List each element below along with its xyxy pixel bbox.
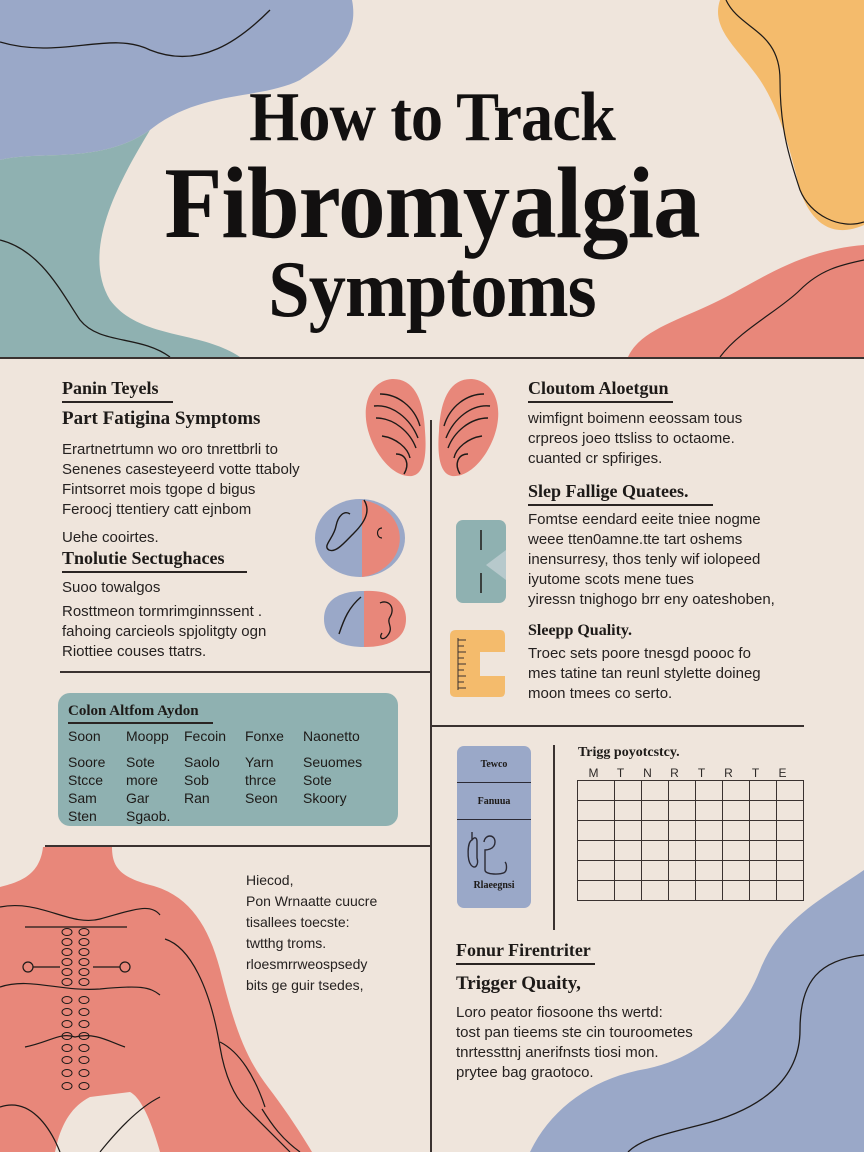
body-line: Fintsorret mois tgope d bigus [62, 481, 256, 498]
body-line: Loro peator fiosoone ths wertd: [456, 1004, 663, 1021]
center-divider [430, 420, 432, 1152]
body-line: moon tmees co serto. [528, 685, 673, 702]
bottom-right-section: Fonur Firentriter Trigger Quaity, Loro p… [456, 940, 776, 1083]
body-line: Fomtse eendard eeite tniee nogme [528, 511, 761, 528]
body-line: cuanted cr spfiriges. [528, 450, 663, 467]
ruler-icon [450, 630, 505, 697]
body-line: Feroocj ttentiery catt ejnbom [62, 501, 252, 518]
body-line: Senenes casesteyeerd votte ttaboly [62, 461, 300, 478]
brain-lobes-icon [365, 378, 499, 477]
head-profile-icon [315, 499, 405, 577]
symptom-table-card: Colon Altfom Aydon Soon Moopp Fecoin Fon… [58, 693, 398, 826]
body-figure-illustration [0, 847, 312, 1152]
blob-coral-right [628, 245, 864, 357]
right-divider [432, 725, 804, 727]
body-line: yiressn tnighogo brr eny oateshoben, [528, 591, 775, 608]
section1-heading: Cloutom Aloetgun [528, 378, 673, 403]
card-heading: Colon Altfom Aydon [68, 699, 213, 724]
tracker-cell: Fanuua [457, 783, 531, 820]
body-line: Erartnetrtumn wo oro tnrettbrli to [62, 441, 278, 458]
body-line: wimfignt boimenn eeossam tous [528, 410, 743, 427]
teal-pill-icon [456, 520, 506, 603]
body-line: crpreos joeo ttsliss to octaome. [528, 430, 735, 447]
body-line: Riottiee couses ttatrs. [62, 643, 207, 660]
body-line: prytee bag graotoco. [456, 1064, 594, 1081]
tracker-cell: Rlaeegnsi [473, 880, 515, 891]
tracker-divider [553, 745, 555, 930]
calendar-grid [577, 780, 804, 901]
body-line: iyutome scots mene tues [528, 571, 694, 588]
section-heading: Fonur Firentriter [456, 940, 595, 965]
body-line: Rosttmeon tormrimginnssent . [62, 603, 263, 620]
blob-teal-left [0, 130, 240, 357]
section-subheading: Part Fatigina Symptoms [62, 408, 261, 429]
section2-subheading: Suoo towalgos [62, 579, 161, 596]
body-line: fahoing carcieols spjolitgty ogn [62, 623, 267, 640]
table-header-row: Soon Moopp Fecoin Fonxe Naonetto [68, 728, 360, 744]
body-line: weee tten0amne.tte tart oshems [528, 531, 743, 548]
blob-blue-top-left [0, 0, 354, 160]
section-heading: Panin Teyels [62, 378, 173, 403]
header-divider [0, 357, 864, 359]
section2-heading: Slep Fallige Quatees. [528, 481, 713, 506]
left-top-section: Panin Teyels Part Fatigina Symptoms Erar… [62, 378, 362, 662]
section2-heading: Tnolutie Sectughaces [62, 548, 247, 573]
body-figure-text: Hiecod, Pon Wrnaatte cuucre tisallees to… [246, 872, 378, 993]
body-line: tost pan tieems ste cin touroometes [456, 1024, 693, 1041]
title-line-3: Symptoms [268, 246, 596, 334]
tracker-card: Tewco Fanuua Rlaeegnsi [457, 746, 531, 908]
left-divider-2 [45, 845, 430, 847]
title-line-2: Fibromyalgia [164, 147, 700, 260]
calendar-title: Trigg poyotcstcy. [578, 745, 680, 760]
ear-icon [324, 590, 406, 647]
tracker-doodle-icon [467, 832, 508, 875]
body-line: mes tatine tan reunl stylette doineg [528, 665, 761, 682]
right-top-section: Cloutom Aloetgun wimfignt boimenn eeossa… [528, 378, 828, 704]
title-line-1: How to Track [249, 79, 616, 156]
section3-heading: Sleepp Quality. [528, 622, 633, 639]
body-line: tnrtessttnj anerifnsts tiosi mon. [456, 1044, 659, 1061]
left-divider-1 [60, 671, 430, 673]
blob-blue-bottom-right [530, 870, 864, 1152]
body-line: inensurresy, thos tenly wif iolopeed [528, 551, 761, 568]
blob-orange-top-right [718, 0, 864, 231]
tracker-cell: Tewco [457, 746, 531, 783]
body-line: Troec sets poore tnesgd poooc fo [528, 645, 751, 662]
section-subheading: Trigger Quaity, [456, 973, 581, 994]
note-text: Uehe cooirtes. [62, 529, 159, 546]
